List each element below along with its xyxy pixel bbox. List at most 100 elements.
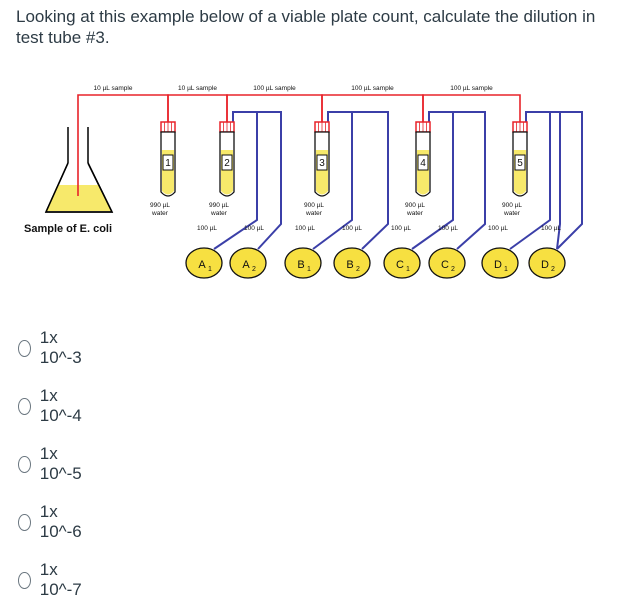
plate-label: B (346, 259, 353, 271)
radio-button[interactable] (18, 397, 31, 415)
plating-line (411, 112, 454, 250)
plate-label-subscript: 1 (307, 266, 311, 273)
transfer-lines (77, 94, 521, 196)
transfer-label: 100 µL sample (450, 85, 493, 92)
tube-volume-label: 900 µL (304, 202, 324, 209)
plating-lines (213, 111, 583, 250)
plating-line (312, 112, 353, 250)
radio-button[interactable] (18, 455, 31, 473)
transfer-line (167, 94, 228, 130)
plating-line (509, 112, 551, 250)
flask (44, 127, 114, 213)
choice-option-5[interactable]: 1x 10^-7 (18, 560, 86, 599)
plate-transfer-label: 100 µL (342, 225, 362, 232)
plate-label: D (541, 259, 549, 271)
plating-line (327, 111, 389, 250)
plate-label-subscript: 1 (208, 266, 212, 273)
plate-dish (229, 247, 267, 279)
tube-water-label: water (503, 210, 521, 217)
test-tube: 4 (415, 121, 431, 197)
tube-number: 3 (319, 158, 325, 169)
plate-label-subscript: 2 (451, 266, 455, 273)
transfer-line (422, 94, 521, 130)
plate-label-subscript: 2 (356, 266, 360, 273)
choice-option-1[interactable]: 1x 10^-3 (18, 328, 86, 367)
flask-liquid (47, 185, 111, 211)
plating-line (428, 111, 486, 250)
plating-line (525, 111, 561, 250)
tube-volume-label: 990 µL (209, 202, 229, 209)
choice-label: 1x 10^-6 (39, 502, 82, 541)
choice-label: 1x 10^-5 (39, 444, 82, 483)
test-tube: 2 (219, 121, 235, 197)
test-tube: 3 (314, 121, 330, 197)
plate-dish (333, 247, 371, 279)
choice-label: 1x 10^-4 (39, 386, 82, 425)
choice-option-3[interactable]: 1x 10^-5 (18, 444, 86, 483)
plate-label-subscript: 2 (551, 266, 555, 273)
plate-transfer-label: 100 µL (488, 225, 508, 232)
plate-label-subscript: 1 (406, 266, 410, 273)
plate-dish (383, 247, 421, 279)
tube-number: 4 (420, 158, 426, 169)
test-tubes: 1 2 3 4 5 (160, 121, 528, 197)
tube-volume-label: 900 µL (502, 202, 522, 209)
transfer-label: 100 µL sample (253, 85, 296, 92)
radio-button[interactable] (18, 571, 31, 589)
plating-line (213, 112, 258, 250)
choice-label: 1x 10^-3 (39, 328, 82, 367)
test-tube: 5 (512, 121, 528, 197)
plate-label: A (242, 259, 250, 271)
tube-number: 1 (165, 158, 171, 169)
plate-transfer-label: 100 µL (391, 225, 411, 232)
tube-number-box (162, 154, 174, 171)
plate-transfer-label: 100 µL (541, 225, 561, 232)
plate-label-subscript: 2 (252, 266, 256, 273)
tube-number-box (316, 154, 328, 171)
tube-water-label: water (210, 210, 228, 217)
transfer-label: 10 µL sample (94, 85, 133, 92)
tube-number-box (514, 154, 526, 171)
plate-dish (284, 247, 322, 279)
transfer-label: 10 µL sample (178, 85, 217, 92)
choice-option-2[interactable]: 1x 10^-4 (18, 386, 86, 425)
plate-label: D (494, 259, 502, 271)
plate-label-subscript: 1 (504, 266, 508, 273)
tube-number-box (417, 154, 429, 171)
question-text: Looking at this example below of a viabl… (16, 7, 596, 47)
plate-transfer-label: 100 µL (438, 225, 458, 232)
choice-label: 1x 10^-7 (39, 560, 82, 599)
plating-line (232, 111, 282, 250)
radio-button[interactable] (18, 339, 31, 357)
choice-option-4[interactable]: 1x 10^-6 (18, 502, 86, 541)
tube-number: 2 (224, 158, 230, 169)
plate-dish (481, 247, 519, 279)
tube-number-box (221, 154, 233, 171)
radio-button[interactable] (18, 513, 31, 531)
transfer-line (77, 94, 169, 196)
transfer-label: 100 µL sample (351, 85, 394, 92)
plate-label: B (297, 259, 304, 271)
plate-transfer-label: 100 µL (197, 225, 217, 232)
plate-dish (528, 247, 566, 279)
tube-water-label: water (406, 210, 424, 217)
plate-transfer-label: 100 µL (295, 225, 315, 232)
plate-dish (185, 247, 223, 279)
diagram-labels: 10 µL sample 10 µL sample 100 µL sample 100… (94, 85, 562, 232)
plate-label: C (441, 259, 449, 271)
plate-label: C (396, 259, 404, 271)
tube-water-label: water (151, 210, 169, 217)
tube-volume-label: 900 µL (405, 202, 425, 209)
plate-dish (428, 247, 466, 279)
tube-number: 5 (517, 158, 523, 169)
tube-volume-label: 990 µL (150, 202, 170, 209)
